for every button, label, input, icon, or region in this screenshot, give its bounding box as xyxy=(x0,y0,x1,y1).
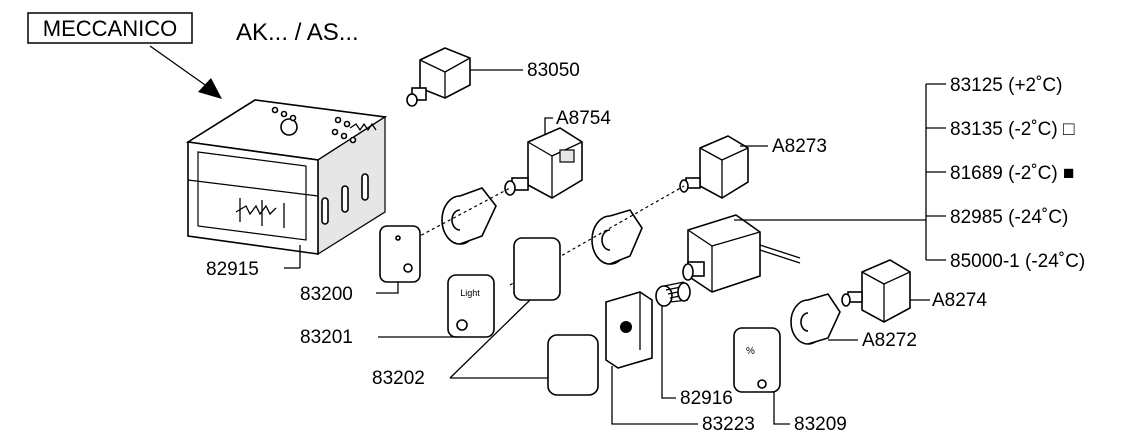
label-82915: 82915 xyxy=(206,259,259,280)
thermostat-unit xyxy=(682,214,801,293)
part-A8272-bushing xyxy=(790,293,841,345)
option-83125: 83125 (+2˚C) xyxy=(950,75,1062,96)
meccanico-badge-label: MECCANICO xyxy=(43,16,177,41)
part-83223-knob xyxy=(605,291,653,369)
label-A8272: A8272 xyxy=(862,330,917,351)
part-83201-light-cap: Light xyxy=(447,274,495,338)
label-82916: 82916 xyxy=(680,388,733,409)
label-A8754: A8754 xyxy=(556,108,611,129)
option-82985: 82985 (-24˚C) xyxy=(950,207,1068,228)
option-83135: 83135 (-2˚C) □ xyxy=(950,119,1075,140)
label-83200: 83200 xyxy=(300,284,353,305)
label-83050: 83050 xyxy=(527,60,580,81)
knob-bushing-left xyxy=(441,187,497,245)
label-83209: 83209 xyxy=(794,414,847,435)
part-A8754-switch xyxy=(504,127,583,199)
part-A8273-switch xyxy=(679,135,749,199)
model-subtitle: AK... / AS... xyxy=(236,19,359,46)
pointer-arrowhead xyxy=(198,78,222,99)
knob-bushing-right xyxy=(591,209,643,265)
part-83200-cap xyxy=(379,225,421,283)
cap-83209-text: % xyxy=(746,346,755,357)
part-83202-cap-bottom xyxy=(547,334,599,396)
part-83209-cap: % xyxy=(733,327,781,393)
part-83202-cap-top xyxy=(513,237,561,301)
part-A8274-switch xyxy=(841,259,911,323)
part-82916-spring xyxy=(655,281,691,307)
label-83202: 83202 xyxy=(372,368,425,389)
option-81689: 81689 (-2˚C) ■ xyxy=(950,163,1074,184)
part-83050-potentiometer xyxy=(406,47,471,107)
label-83201: 83201 xyxy=(300,327,353,348)
meccanico-badge-box xyxy=(27,12,193,44)
pointer-arrow-line xyxy=(149,45,209,88)
label-83223: 83223 xyxy=(702,414,755,435)
label-A8274: A8274 xyxy=(932,290,987,311)
option-85000-1: 85000-1 (-24˚C) xyxy=(950,251,1085,272)
control-panel-unit xyxy=(185,99,388,256)
label-A8273: A8273 xyxy=(772,136,827,157)
light-cap-text: Light xyxy=(460,288,480,298)
